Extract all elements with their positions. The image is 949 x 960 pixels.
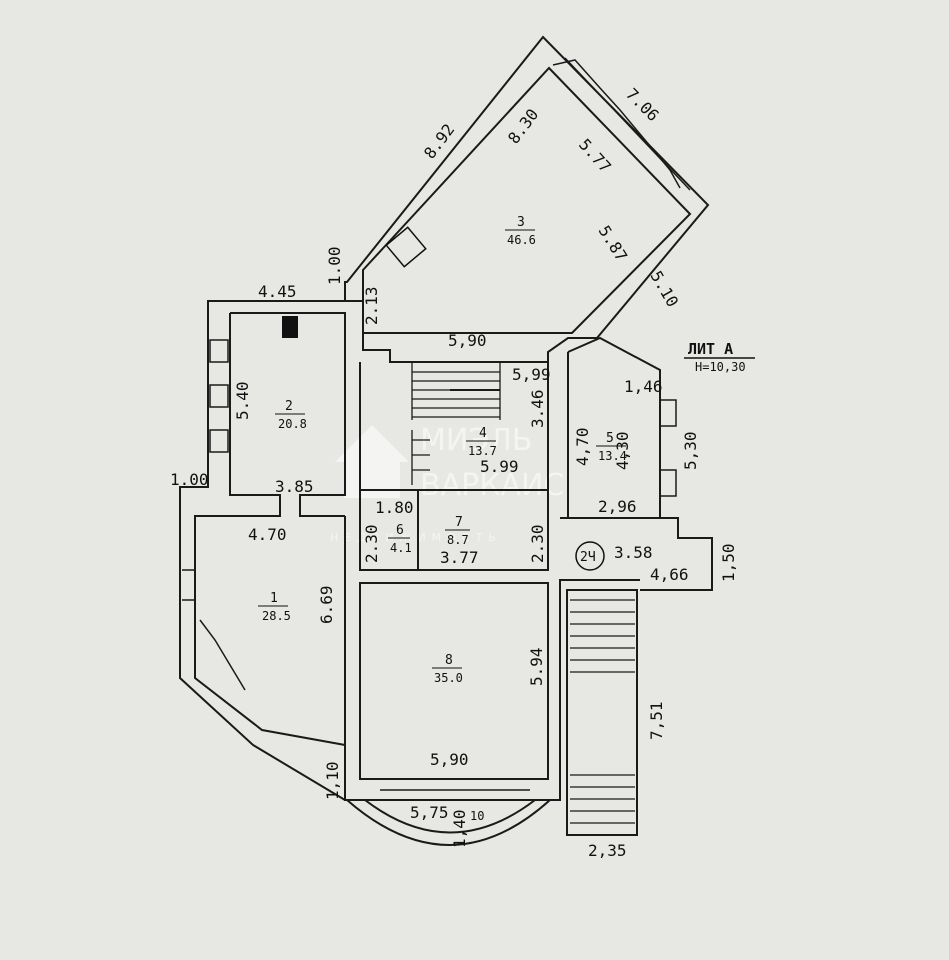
room-4-num: 4	[479, 426, 487, 441]
dimension-d466: 4,66	[650, 565, 689, 584]
dimension-d540: 5.40	[233, 381, 252, 420]
room-2-area: 20.8	[278, 417, 307, 431]
room-2-num: 2	[285, 399, 293, 414]
dimension-d599b: 5.99	[480, 457, 519, 476]
house-logo	[335, 425, 409, 498]
room-6-area: 4.1	[390, 541, 412, 555]
dimension-d590a: 5,90	[448, 331, 487, 350]
lit-label: ЛИТ А	[688, 340, 733, 358]
dimension-d751: 7,51	[647, 701, 666, 740]
wall-left-outer	[179, 300, 346, 801]
dimension-d150: 1,50	[719, 543, 738, 582]
dimension-d180: 1.80	[375, 498, 414, 517]
room-5-num: 5	[606, 431, 614, 446]
dimension-d587: 5.87	[595, 222, 632, 265]
room-7-num: 7	[455, 515, 463, 530]
dimension-d235: 2,35	[588, 841, 627, 860]
room-1-area: 28.5	[262, 609, 291, 623]
room-4-area: 13.7	[468, 444, 497, 458]
dimension-d445: 4.45	[258, 282, 297, 301]
dimension-d470: 4.70	[248, 525, 287, 544]
dimension-d230b: 2.30	[528, 524, 547, 563]
marker-circle	[575, 541, 605, 571]
dimension-d510: 5.10	[647, 268, 683, 311]
dimension-d100a: 1.00	[325, 246, 344, 285]
dimension-d892: 8.92	[420, 120, 458, 162]
dimension-d575: 5,75	[410, 803, 449, 822]
dimension-d140: 1,40	[450, 809, 469, 848]
stairs-external	[570, 599, 635, 824]
wall-room1-inner	[194, 313, 346, 746]
boiler-symbol	[282, 316, 298, 338]
dimension-d296: 2,96	[598, 497, 637, 516]
dimension-d385: 3.85	[275, 477, 314, 496]
room-labels: 1 28.5 2 20.8 3 46.6 4 13.7 5 13.4 6 4.1…	[258, 215, 627, 685]
vent-symbol	[385, 226, 427, 268]
room-3-num: 3	[517, 215, 525, 230]
marker-label: 2Ч	[580, 550, 596, 565]
wall-stairs-outer	[566, 589, 638, 836]
dimension-d590b: 5,90	[430, 750, 469, 769]
dimension-d358: 3.58	[614, 543, 653, 562]
wall-room3-inner	[362, 66, 692, 334]
dimension-d100b: 1.00	[170, 470, 209, 489]
dimension-d470b: 4,70	[573, 427, 592, 466]
wall-room2-inner	[230, 312, 346, 517]
wall-bay-inner	[364, 799, 536, 834]
wall-room8	[359, 582, 549, 780]
stairs-internal	[411, 362, 501, 485]
wall-center	[344, 516, 640, 801]
windows	[182, 57, 691, 791]
wall-room3-outer	[344, 35, 710, 363]
room-6-num: 6	[396, 523, 404, 538]
dimension-d146: 1,46	[624, 377, 663, 396]
wall-bay	[346, 799, 551, 846]
outer-walls	[179, 35, 713, 846]
wall-room5	[567, 336, 661, 519]
dimension-d213: 2.13	[362, 286, 381, 325]
dimension-d599a: 5,99	[512, 365, 551, 384]
dimension-d594: 5.94	[527, 647, 546, 686]
dimension-d577: 5.77	[575, 135, 615, 176]
height-label: H=10,30	[695, 360, 746, 374]
dimension-d230a: 2.30	[362, 524, 381, 563]
dimension-d377: 3.77	[440, 548, 479, 567]
dimension-d110: 1,10	[323, 761, 342, 800]
room-7-area: 8.7	[447, 533, 469, 547]
dimension-d669: 6.69	[317, 585, 336, 624]
room-8-area: 35.0	[434, 671, 463, 685]
dimension-d346: 3.46	[528, 389, 547, 428]
watermark-line3: НЕДВИЖИМОСТЬ	[330, 531, 502, 544]
dimension-d10: 10	[470, 809, 484, 823]
room-1-num: 1	[270, 591, 278, 606]
dimension-d530: 5,30	[681, 431, 700, 470]
wall-core	[359, 362, 549, 571]
watermark: МИЭЛЬ ВАРКАИС НЕДВИЖИМОСТЬ	[330, 423, 564, 544]
room-3-area: 46.6	[507, 233, 536, 247]
room-8-num: 8	[445, 653, 453, 668]
room-5-area: 13.4	[598, 449, 627, 463]
dimension-d430: 4,30	[613, 431, 632, 470]
wall-porch	[560, 517, 713, 591]
watermark-line2: ВАРКАИС	[420, 468, 564, 503]
